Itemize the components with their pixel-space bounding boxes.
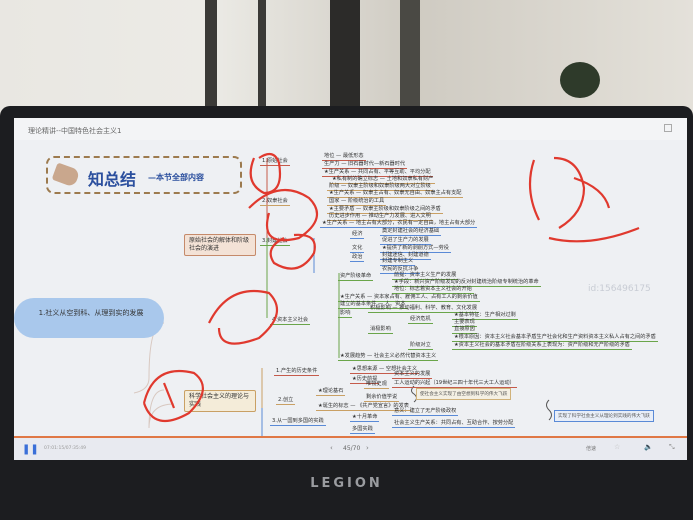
window-frame bbox=[258, 0, 266, 110]
mindmap-node[interactable]: ★生产关系 — 奴隶主占有、奴隶无自由、奴隶主占有支配 bbox=[327, 190, 464, 198]
mindmap-node[interactable]: ★主要矛盾 — 奴隶主阶级和奴隶阶级之间的矛盾 bbox=[327, 206, 443, 214]
volume-icon[interactable]: 🔈 bbox=[644, 443, 653, 451]
screen: 理论精讲--中国特色社会主义1 知总结 —本节全部内容 1.社义从空到科、从理到… bbox=[14, 118, 687, 460]
brand-logo: LEGION bbox=[310, 476, 383, 491]
mindmap-node[interactable]: 积极影响 — 推动福利、科学、教育、文化发展 bbox=[368, 305, 480, 313]
mindmap-node[interactable]: 主要表现 bbox=[452, 319, 477, 327]
mindmap-node[interactable]: ★历史前提 bbox=[350, 376, 380, 384]
window-frame bbox=[400, 0, 420, 110]
prev-page-button[interactable]: ‹ bbox=[330, 444, 333, 452]
mindmap-node[interactable]: 奠定封建社会的经济基础 bbox=[380, 228, 442, 236]
mindmap-node[interactable]: ★诞生的标志 — 《共产党宣言》的发表 bbox=[316, 403, 411, 411]
branch-label: 科学社会主义的理论与实践 bbox=[189, 393, 250, 408]
mindmap-node[interactable]: 影响 bbox=[338, 310, 353, 318]
branch-label: 原始社会的解体和阶级社会的演进 bbox=[189, 237, 250, 252]
mindmap-node[interactable]: 社会主义生产关系：共同占有、互助合作、按劳分配 bbox=[392, 420, 516, 428]
mindmap-node[interactable]: 2.创立 bbox=[276, 397, 296, 405]
next-page-button[interactable]: › bbox=[366, 444, 369, 452]
mindmap-node[interactable]: 经济危机 bbox=[408, 316, 433, 324]
mindmap-node[interactable]: 消极影响 bbox=[368, 326, 393, 334]
mindmap-node[interactable]: 意义：建立了无产阶级政权 bbox=[392, 408, 459, 416]
star-icon[interactable]: ☆ bbox=[614, 443, 621, 451]
subtopic-node[interactable]: 2.奴隶社会 bbox=[260, 198, 290, 206]
mindmap-node[interactable]: ★生产关系 — 共同占有、平等互助、平均分配 bbox=[322, 169, 433, 177]
mindmap-node[interactable]: ★根本原因：资本主义社会基本矛盾生产社会化和生产资料资本主义私人占有之间的矛盾 bbox=[452, 334, 658, 342]
callout: 实现了科学社会主义从理论到实践的伟大飞跃 bbox=[554, 410, 654, 422]
mindmap-node[interactable]: 经济 bbox=[350, 231, 365, 239]
mindmap-node[interactable]: ★思想来源 — 空想社会主义 bbox=[350, 366, 420, 374]
mindmap-node[interactable]: 资本主义的发展 bbox=[392, 371, 433, 379]
summary-banner: 知总结 —本节全部内容 bbox=[46, 156, 242, 194]
banner-title: 知总结 bbox=[88, 170, 137, 189]
mindmap-node[interactable]: ★十月革命 bbox=[350, 414, 380, 422]
mindmap-node[interactable]: 政治 bbox=[350, 254, 365, 262]
window-title: 理论精讲--中国特色社会主义1 bbox=[14, 118, 687, 140]
player-controls: ❚❚ 07:01:15/07:35:49 ‹ 45/70 › 倍速 ☆ 🔈 ⤡ bbox=[14, 436, 687, 460]
mindmap-node[interactable]: 文化 bbox=[350, 245, 365, 253]
mindmap-node[interactable]: 国家 — 阶级统治的工具 bbox=[327, 198, 387, 206]
mindmap-node[interactable]: 前提：资本主义生产的发展 bbox=[392, 272, 459, 280]
mindmap-node[interactable]: 建立的基本条件 — 人、资本 bbox=[338, 301, 408, 309]
mindmap-node[interactable]: 1.产生的历史条件 bbox=[274, 368, 320, 376]
callout: 使社会主义实现了由空想到科学的伟大飞跃 bbox=[416, 388, 512, 400]
root-topic[interactable] bbox=[14, 298, 164, 338]
mindmap-node[interactable]: ★私有制的确立标志 — 土地和奴隶私有财产 bbox=[330, 176, 436, 184]
branch-topic[interactable]: 原始社会的解体和阶级社会的演进 bbox=[184, 234, 256, 256]
mindmap-node[interactable]: ★理论基石 bbox=[316, 388, 346, 396]
mindmap-node[interactable]: 剩余价值学说 bbox=[364, 394, 400, 402]
mindmap-node[interactable]: 封建迷信、封建道德 bbox=[380, 252, 431, 260]
progress-bar[interactable] bbox=[14, 436, 681, 438]
watermark: id:156496175 bbox=[588, 284, 651, 294]
mindmap-node[interactable]: 历史进步作用 — 推动生产力发展、进入文明 bbox=[327, 213, 433, 221]
playback-time: 07:01:15/07:35:49 bbox=[44, 446, 86, 451]
banner-subtitle: —本节全部内容 bbox=[148, 173, 204, 182]
mindmap-node[interactable]: 促进了生产力的发展 bbox=[380, 237, 431, 245]
mindmap-node[interactable]: ★发展趋势 — 社会主义必然代替资本主义 bbox=[338, 353, 439, 361]
mindmap-node[interactable]: 生产力 — 旧石器时代—新石器时代 bbox=[322, 161, 408, 169]
mindmap-node[interactable]: 封建专制主义 bbox=[380, 258, 416, 266]
mindmap-node[interactable]: 阶级 — 奴隶主阶级和奴隶阶级两大对立阶级 bbox=[327, 183, 433, 191]
window-frame bbox=[330, 0, 360, 110]
mindmap-node[interactable]: 唯物史观 bbox=[364, 381, 389, 389]
window-frame bbox=[205, 0, 217, 110]
mindmap-node[interactable]: ★生产关系 — 地主占有大部分，农民有一定自由，地主占有大部分 bbox=[320, 220, 478, 228]
speed-button[interactable]: 倍速 bbox=[586, 446, 597, 452]
mindmap-node[interactable]: 工人运动的兴起（19世纪三四十年代三大工人运动） bbox=[392, 380, 517, 388]
handwriting-annotations bbox=[142, 152, 640, 423]
mindmap-node[interactable]: ★手段：新兴资产阶级发动的反对封建统治阶级专制统治的革命 bbox=[392, 279, 541, 287]
mindmap-node[interactable]: 3.从一国到多国的实践 bbox=[270, 418, 326, 426]
mindmap-node[interactable]: 地位：标志着资本主义社会的开始 bbox=[392, 286, 474, 294]
mindmap-node[interactable]: ★提供了新的剥削方式—劳役 bbox=[380, 245, 451, 253]
mindmap-node[interactable]: 直接原因 bbox=[452, 326, 477, 334]
mindmap-node[interactable]: ★资本主义社会的基本矛盾在阶级关系上表现为：资产阶级和无产阶级的矛盾 bbox=[452, 342, 632, 350]
pause-button[interactable]: ❚❚ bbox=[22, 444, 39, 455]
mindmap-node[interactable]: 地位 — 最低形态 bbox=[322, 153, 366, 161]
page-indicator: 45/70 bbox=[343, 445, 361, 452]
subtopic-node[interactable]: 4.资本主义社会 bbox=[270, 317, 311, 325]
mindmap-node[interactable]: 资产阶级革命 bbox=[338, 273, 374, 281]
mindmap-node[interactable]: 阶级对立 bbox=[408, 342, 433, 350]
maximize-icon[interactable] bbox=[664, 124, 672, 132]
mindmap-node[interactable]: 农民的反抗斗争 bbox=[380, 266, 421, 274]
plant bbox=[560, 62, 600, 98]
mindmap-node[interactable]: ★基本特征：生产相对过剩 bbox=[452, 312, 518, 320]
mindmap-node[interactable]: ★生产关系 — 资本家占有、雇佣工人、占有工人的剩余价值 bbox=[338, 294, 480, 302]
mindmap-node[interactable]: 多国实践 bbox=[350, 426, 375, 434]
fullscreen-icon[interactable]: ⤡ bbox=[669, 443, 675, 451]
root-topic-label: 1.社义从空到科、从理到实的发展 bbox=[38, 309, 144, 317]
subtopic-node[interactable]: 1.原始社会 bbox=[260, 158, 290, 166]
